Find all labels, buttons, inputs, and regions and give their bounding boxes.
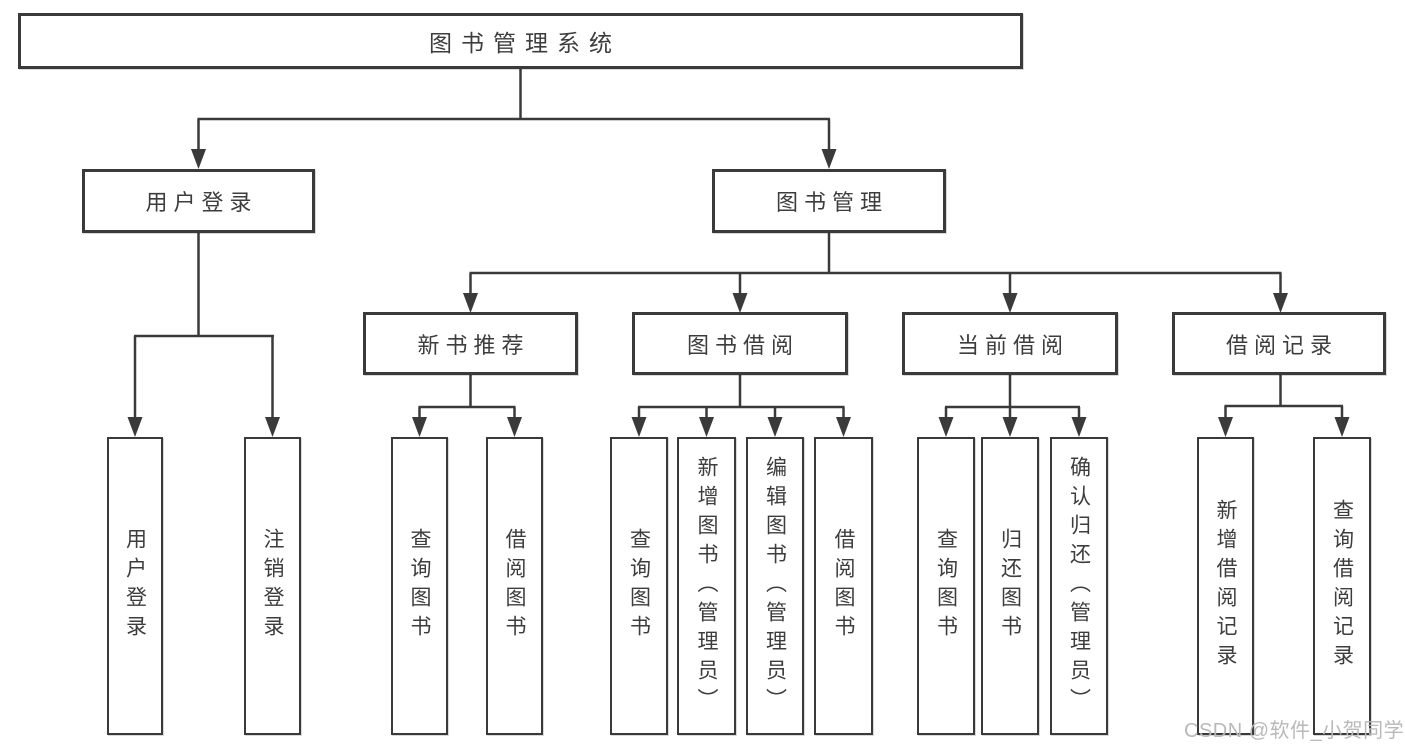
leaf-logout: 注销登录 [244, 437, 301, 735]
leaf-newbook-borrow-books: 借阅图书 [486, 437, 543, 735]
leaf-logout-label: 注销登录 [261, 528, 284, 644]
leaf-borrowing-query-books-label: 查询图书 [627, 528, 651, 644]
leaf-newbook-query-books: 查询图书 [391, 437, 448, 735]
leaf-user-login-label: 用户登录 [123, 528, 147, 644]
leaf-newbook-borrow-books-label: 借阅图书 [503, 528, 526, 644]
node-book-management-label: 图书管理 [775, 190, 888, 215]
node-library-system: 图书管理系统 [18, 13, 1023, 69]
leaf-borrowing-add-books-admin-label: 新增图书（管理员） [695, 455, 718, 717]
leaf-current-return-books: 归还图书 [981, 437, 1039, 735]
arrowheads [127, 149, 1350, 437]
leaf-records-add-borrow-record: 新增借阅记录 [1197, 437, 1254, 735]
connector-user-login-split [133, 233, 274, 421]
node-borrowing-records-label: 借阅记录 [1225, 332, 1338, 358]
node-borrowing-records: 借阅记录 [1172, 312, 1386, 375]
node-book-management: 图书管理 [712, 169, 946, 233]
node-book-borrowing-label: 图书借阅 [686, 332, 799, 358]
leaf-current-confirm-return-admin: 确认归还（管理员） [1050, 437, 1108, 735]
leaf-current-confirm-return-admin-label: 确认归还（管理员） [1067, 455, 1091, 717]
node-current-borrowing: 当前借阅 [902, 312, 1118, 375]
connector-book-mgmt-split [469, 233, 1282, 297]
leaf-borrowing-edit-books-admin: 编辑图书（管理员） [746, 437, 804, 735]
leaf-current-query-books-label: 查询图书 [934, 528, 958, 644]
leaf-newbook-query-books-label: 查询图书 [408, 528, 431, 644]
node-book-borrowing: 图书借阅 [632, 312, 848, 375]
leaf-user-login: 用户登录 [107, 437, 163, 735]
leaf-records-query-borrow-record-label: 查询借阅记录 [1330, 499, 1354, 673]
node-user-login: 用户登录 [82, 169, 315, 233]
connector-current-borrow-split [944, 375, 1081, 421]
leaf-borrowing-borrow-books: 借阅图书 [814, 437, 873, 735]
node-library-system-label: 图书管理系统 [429, 30, 621, 56]
leaf-records-add-borrow-record-label: 新增借阅记录 [1214, 499, 1237, 673]
connector-book-borrow-split [637, 375, 845, 421]
connector-borrow-records-split [1224, 375, 1344, 421]
connector-root-split [197, 69, 831, 153]
leaf-borrowing-edit-books-admin-label: 编辑图书（管理员） [763, 455, 787, 717]
node-user-login-label: 用户登录 [145, 190, 258, 215]
leaf-borrowing-query-books: 查询图书 [610, 437, 668, 735]
node-current-borrowing-label: 当前借阅 [956, 332, 1069, 358]
leaf-borrowing-add-books-admin: 新增图书（管理员） [677, 437, 736, 735]
leaf-current-return-books-label: 归还图书 [998, 528, 1022, 644]
leaf-current-query-books: 查询图书 [917, 437, 975, 735]
node-new-book-recommendation-label: 新书推荐 [417, 332, 530, 358]
csdn-watermark: CSDN @软件_小贺同学 [1184, 720, 1405, 742]
leaf-records-query-borrow-record: 查询借阅记录 [1313, 437, 1371, 735]
connector-new-book-split [418, 375, 516, 421]
leaf-borrowing-borrow-books-label: 借阅图书 [832, 528, 855, 644]
node-new-book-recommendation: 新书推荐 [363, 312, 578, 375]
